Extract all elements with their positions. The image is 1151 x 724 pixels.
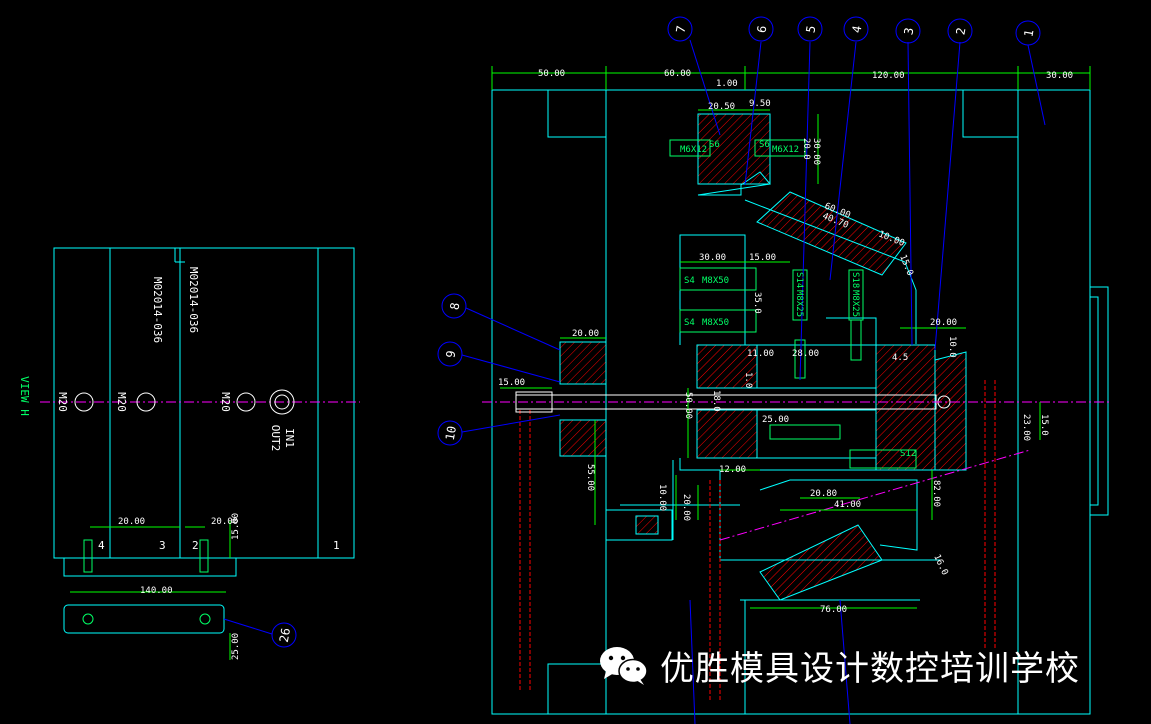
screw-label-6: M8X25: [850, 290, 860, 317]
balloon-6: 6: [754, 24, 769, 34]
dim-16: 15.00: [498, 378, 525, 388]
balloon-2: 2: [953, 26, 968, 36]
top-dim-4: 30.00: [1046, 71, 1073, 81]
side-dim-4: 140.00: [140, 586, 173, 596]
top-dim-1: 50.00: [538, 69, 565, 79]
side-dim-5: 25.00: [231, 633, 241, 660]
wechat-icon: [600, 647, 648, 685]
dim-24: 12.00: [719, 465, 746, 475]
side-dim-1: 20.00: [118, 517, 145, 527]
part-label-6: S18: [850, 272, 860, 288]
balloon-10: 10: [443, 425, 459, 442]
dim-6: 15.0: [897, 253, 914, 277]
dim-20: 25.00: [762, 415, 789, 425]
side-io-label-2: OUT2: [269, 425, 282, 452]
part-label-7: S12: [900, 449, 916, 459]
dim-10: 20.00: [572, 329, 599, 339]
side-part-number-1: M02014-036: [151, 277, 164, 343]
dim-21: 23.00: [1021, 414, 1031, 441]
dim-9: 35.0: [752, 292, 762, 314]
balloon-7: 7: [673, 24, 688, 34]
dim-7: 30.00: [699, 253, 726, 263]
side-slot-number-4: 4: [98, 539, 105, 552]
dim-19: 18.0: [711, 390, 721, 412]
dim-25: 10.00: [657, 484, 667, 511]
side-balloon-26: [271, 622, 297, 648]
balloon-1: 1: [1021, 28, 1036, 38]
side-bolts: [82, 539, 211, 625]
balloon-4: 4: [849, 24, 864, 34]
side-dim-2: 20.00: [211, 517, 238, 527]
side-view: [53, 247, 355, 634]
balloon-8: 8: [447, 301, 462, 311]
main-outline: [491, 89, 1109, 715]
dim-8: 15.00: [749, 253, 776, 263]
balloon-5: 5: [803, 24, 818, 34]
main-dim-lines: [491, 66, 1091, 609]
dim-13: 28.00: [792, 349, 819, 359]
watermark-text: 优胜模具设计数控培训学校: [660, 648, 1080, 689]
part-label-1: S6: [709, 140, 720, 150]
dim-1: 30.00: [811, 138, 821, 165]
view-h-title: VIEW H: [18, 376, 31, 416]
side-thread-label-1: M20: [56, 392, 69, 412]
side-balloon-26-label: 26: [277, 627, 293, 644]
screw-label-4: M8X50: [702, 318, 729, 328]
screw-label-3: M8X50: [702, 276, 729, 286]
dim-26: 20.00: [681, 494, 691, 521]
part-label-5: S14: [794, 272, 804, 288]
side-slot-number-2: 2: [192, 539, 199, 552]
dim-28: 41.00: [834, 500, 861, 510]
side-leader-26: [223, 618, 273, 635]
leaders: [461, 39, 1046, 724]
dim-22: 15.0: [1039, 414, 1049, 436]
watermark: 优胜模具设计数控培训学校: [598, 638, 1080, 692]
screw-label-2: M6X12: [772, 145, 799, 155]
screw-label-1: M6X12: [680, 145, 707, 155]
side-dim-lines: [70, 520, 231, 660]
side-dim-3: 15.00: [231, 513, 241, 540]
side-thread-label-3: M20: [219, 392, 232, 412]
dim-12: 11.00: [747, 349, 774, 359]
dim-18: 1.0: [743, 372, 753, 388]
balloon-3: 3: [901, 26, 916, 36]
side-io-label-1: IN1: [283, 428, 296, 448]
dim-23: 55.00: [585, 464, 595, 491]
dim-17: 50.00: [683, 392, 693, 419]
screws: [669, 139, 917, 469]
side-slot-number-1: 1: [333, 539, 340, 552]
balloon-9: 9: [443, 349, 458, 359]
dim-11: 20.00: [930, 318, 957, 328]
ejector-pins: [519, 380, 996, 700]
dim-30: 16.0: [931, 553, 949, 577]
dim-27: 20.80: [810, 489, 837, 499]
dim-29: 82.00: [931, 480, 941, 507]
dim-14: 4.5: [892, 353, 908, 363]
part-label-4: S4: [684, 318, 695, 328]
dim-2: 20.0: [801, 138, 811, 160]
angle-center-line: [719, 449, 1031, 541]
top-dim-6: 20.50: [708, 102, 735, 112]
dim-31: 76.00: [820, 605, 847, 615]
side-holes: [74, 389, 295, 415]
side-part-number-2: M02014-036: [187, 267, 200, 333]
part-label-3: S4: [684, 276, 695, 286]
side-slot-number-3: 3: [159, 539, 166, 552]
top-dim-5: 1.00: [716, 79, 738, 89]
screw-label-5: M8X25: [794, 290, 804, 317]
top-dim-3: 120.00: [872, 71, 905, 81]
hatched-parts: [559, 113, 967, 601]
top-dim-7: 9.50: [749, 99, 771, 109]
dim-15: 10.0: [947, 336, 957, 358]
balloons: [437, 16, 1041, 446]
top-dim-2: 60.00: [664, 69, 691, 79]
side-thread-label-2: M20: [115, 392, 128, 412]
part-label-2: S6: [759, 140, 770, 150]
